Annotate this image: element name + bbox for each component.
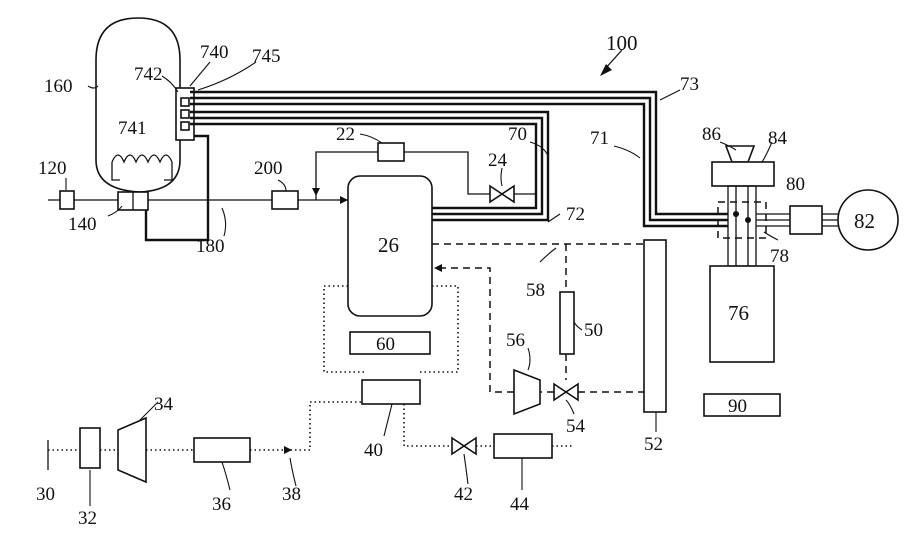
component-44 <box>494 434 552 458</box>
component-80 <box>790 206 822 234</box>
component-120 <box>60 191 74 209</box>
component-86 <box>726 146 754 162</box>
label-80: 80 <box>786 174 805 195</box>
label-24: 24 <box>488 150 508 171</box>
label-34: 34 <box>154 394 174 415</box>
label-52: 52 <box>644 434 663 455</box>
label-100: 100 <box>606 31 638 55</box>
label-740: 740 <box>200 42 229 63</box>
label-84: 84 <box>768 128 788 149</box>
label-60: 60 <box>376 334 395 355</box>
port-block-740 <box>176 88 194 140</box>
label-120: 120 <box>38 158 67 179</box>
label-78: 78 <box>770 246 789 267</box>
valve-54 <box>554 384 578 400</box>
label-58: 58 <box>526 280 545 301</box>
compressor-56 <box>514 370 540 414</box>
label-70: 70 <box>508 124 527 145</box>
label-180: 180 <box>196 236 225 257</box>
compressor-34 <box>118 418 146 482</box>
inlet-chain <box>48 402 572 482</box>
label-86: 86 <box>702 124 721 145</box>
label-160: 160 <box>44 76 73 97</box>
component-84 <box>712 162 774 186</box>
label-22: 22 <box>336 124 355 145</box>
column-52 <box>644 240 666 412</box>
reactor-26 <box>324 176 458 404</box>
label-200: 200 <box>254 158 283 179</box>
label-42: 42 <box>454 484 473 505</box>
storage-tank <box>96 18 180 210</box>
label-38: 38 <box>282 484 301 505</box>
component-22 <box>378 143 404 161</box>
component-200 <box>272 191 298 209</box>
label-30: 30 <box>36 484 55 505</box>
label-32: 32 <box>78 508 97 529</box>
recycle-lines <box>432 240 666 414</box>
label-73: 73 <box>680 74 699 95</box>
valve-24 <box>490 186 514 202</box>
label-745: 745 <box>252 46 281 67</box>
label-26: 26 <box>378 233 399 257</box>
component-32 <box>80 428 100 468</box>
label-50: 50 <box>584 320 603 341</box>
component-40 <box>362 380 420 404</box>
label-71: 71 <box>590 128 609 149</box>
component-36 <box>194 438 250 462</box>
label-56: 56 <box>506 330 525 351</box>
label-82: 82 <box>854 209 875 233</box>
label-90: 90 <box>728 396 747 417</box>
label-44: 44 <box>510 494 530 515</box>
feed-line-180 <box>48 191 348 209</box>
conduits <box>146 92 728 240</box>
label-76: 76 <box>728 301 749 325</box>
label-54: 54 <box>566 416 586 437</box>
label-742: 742 <box>134 64 163 85</box>
label-72: 72 <box>566 204 585 225</box>
valve-42 <box>452 438 476 454</box>
label-741: 741 <box>118 118 147 139</box>
label-36: 36 <box>212 494 231 515</box>
label-40: 40 <box>364 440 383 461</box>
component-50 <box>560 292 574 354</box>
label-140: 140 <box>68 214 97 235</box>
